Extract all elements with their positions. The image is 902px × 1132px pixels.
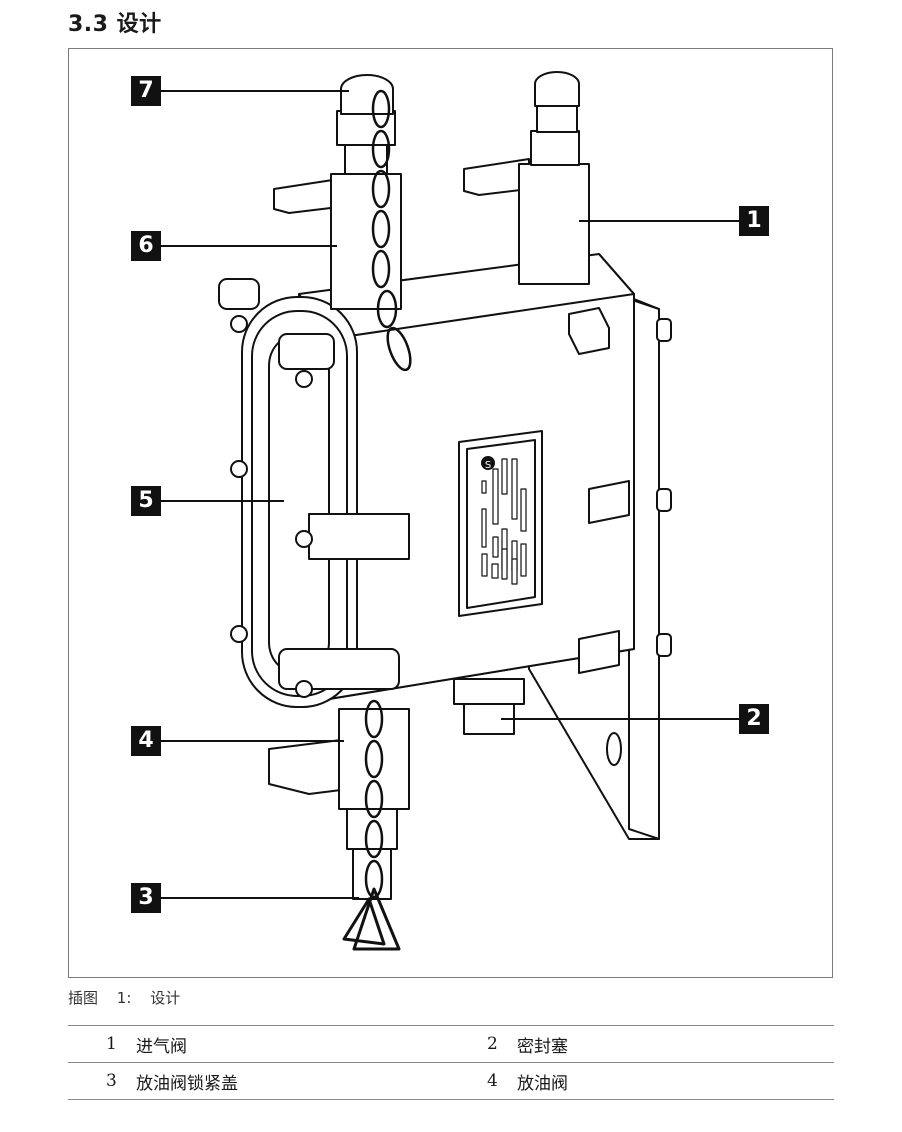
- legend-cell: 1 进气阀: [68, 1032, 451, 1057]
- legend-label: 放油阀: [517, 1073, 568, 1094]
- callout-1: 1: [739, 206, 769, 236]
- figure-frame: S: [68, 48, 833, 978]
- inlet-valve: [463, 71, 590, 285]
- section-number: 3.3: [68, 12, 109, 37]
- callout-3: 3: [131, 883, 161, 913]
- legend-label: 密封塞: [517, 1036, 568, 1057]
- section-title: 设计: [116, 12, 162, 37]
- sight-glass: [218, 278, 410, 708]
- top-left-valve: [273, 74, 402, 310]
- chain-top: [371, 89, 412, 372]
- legend-label: 放油阀锁紧盖: [136, 1073, 238, 1094]
- section-heading: 3.3 设计: [68, 6, 162, 38]
- legend-label: 进气阀: [136, 1036, 187, 1057]
- legend-cell: 2 密封塞: [451, 1032, 834, 1057]
- callout-2: 2: [739, 704, 769, 734]
- legend-row: 1 进气阀 2 密封塞: [68, 1025, 834, 1062]
- legend-number: 4: [487, 1071, 498, 1091]
- sealing-plug: [453, 678, 525, 735]
- callout-4: 4: [131, 726, 161, 756]
- caption-title: 设计: [150, 989, 181, 1007]
- callout-5: 5: [131, 486, 161, 516]
- legend-table: 1 进气阀 2 密封塞 3 放油阀锁紧盖 4 放油阀: [68, 1025, 834, 1100]
- callout-7: 7: [131, 76, 161, 106]
- legend-number: 3: [106, 1071, 117, 1091]
- drain-valve: [268, 708, 410, 900]
- nameplate-badge: S: [485, 460, 491, 471]
- callout-6: 6: [131, 231, 161, 261]
- legend-number: 2: [487, 1034, 498, 1054]
- caption-prefix: 插图: [68, 989, 99, 1007]
- legend-number: 1: [106, 1034, 117, 1054]
- callout-leaders: [161, 90, 739, 899]
- figure-caption: 插图 1: 设计: [68, 987, 194, 1008]
- caption-number: 1:: [116, 989, 132, 1007]
- nameplate: S: [458, 430, 543, 617]
- chain-bottom: [342, 699, 401, 951]
- legend-row: 3 放油阀锁紧盖 4 放油阀: [68, 1062, 834, 1100]
- legend-cell: 4 放油阀: [451, 1069, 834, 1094]
- legend-cell: 3 放油阀锁紧盖: [68, 1069, 451, 1094]
- device-illustration: S: [161, 71, 739, 951]
